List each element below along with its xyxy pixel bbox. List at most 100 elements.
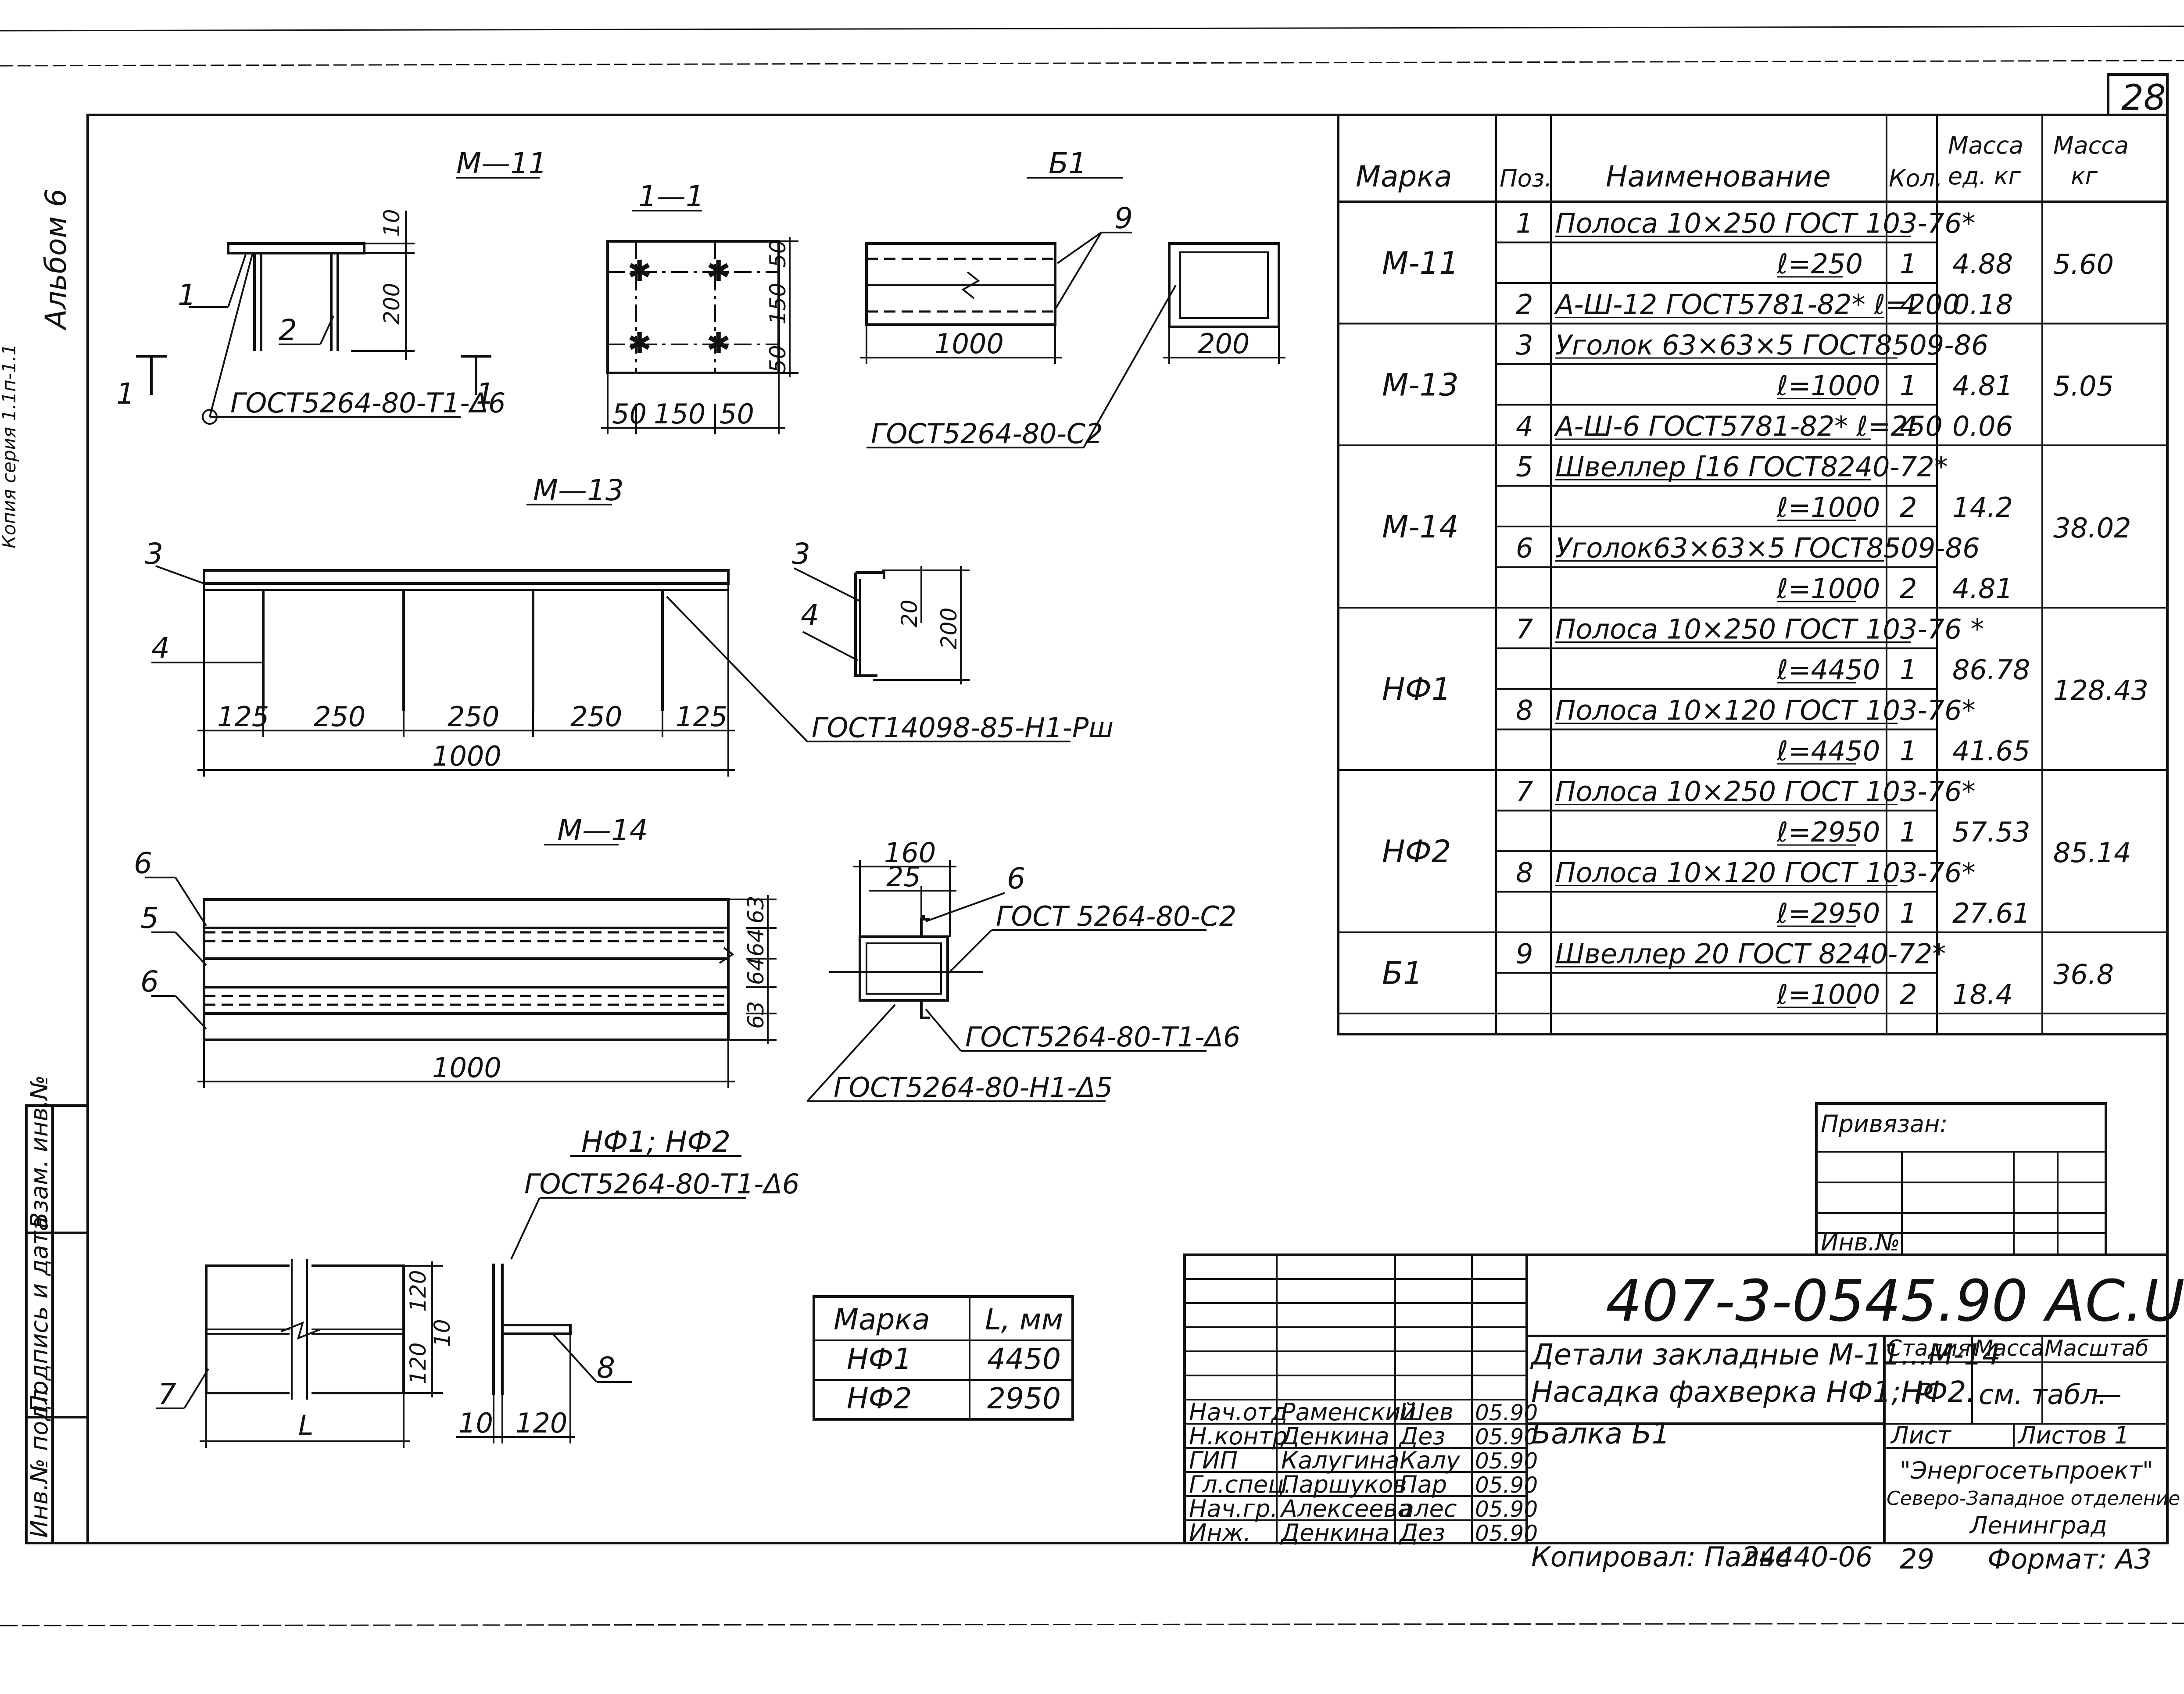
spec-qty: 1 bbox=[1900, 735, 1917, 767]
svg-text:200: 200 bbox=[379, 283, 405, 325]
svg-text:120: 120 bbox=[405, 1270, 431, 1312]
svg-text:3: 3 bbox=[792, 537, 810, 571]
svg-text:✱: ✱ bbox=[706, 254, 730, 288]
svg-text:6: 6 bbox=[140, 965, 159, 999]
spec-name: Швеллер 20 ГОСТ 8240-72* bbox=[1555, 938, 1946, 970]
svg-text:Взам. инв.№: Взам. инв.№ bbox=[25, 1075, 53, 1228]
spec-name: Уголок 63×63×5 ГОСТ8509-86 bbox=[1555, 329, 1988, 361]
l-table: Марка L, мм НФ1 4450 НФ2 2950 bbox=[813, 1295, 1074, 1421]
svg-text:ГОСТ5264-80-Т1-Δ6: ГОСТ5264-80-Т1-Δ6 bbox=[524, 1168, 799, 1200]
spec-pos: 6 bbox=[1516, 532, 1533, 564]
spec-total: 38.02 bbox=[2053, 512, 2131, 544]
spec-pos: 3 bbox=[1516, 329, 1533, 361]
svg-text:10: 10 bbox=[430, 1319, 455, 1347]
svg-text:8: 8 bbox=[597, 1351, 615, 1385]
svg-text:25: 25 bbox=[886, 861, 921, 893]
svg-text:ГОСТ 5264-80-С2: ГОСТ 5264-80-С2 bbox=[996, 900, 1236, 932]
svg-text:64: 64 bbox=[743, 928, 769, 956]
drawing-code: 407-3-0545.90 АС.U-025 bbox=[1606, 1268, 2184, 1334]
svg-text:150: 150 bbox=[654, 398, 705, 430]
spec-qty: 2 bbox=[1900, 491, 1917, 523]
spec-name: ℓ=250 bbox=[1776, 248, 1863, 280]
svg-text:50: 50 bbox=[765, 240, 791, 268]
svg-text:НФ1; НФ2: НФ1; НФ2 bbox=[581, 1125, 730, 1159]
person-name: Денкина bbox=[1280, 1519, 1389, 1547]
svg-text:1—1: 1—1 bbox=[638, 179, 704, 213]
side-copy-text: Копия серия 1.1п-1.1 bbox=[0, 344, 20, 548]
drawing-b1: Б1 1000 9 200 ГОСТ5264-80-С2 bbox=[860, 147, 1285, 450]
m11-weld: ГОСТ5264-80-Т1-Δ6 bbox=[230, 387, 505, 419]
svg-text:3: 3 bbox=[145, 537, 163, 571]
svg-text:Лист: Лист bbox=[1890, 1422, 1951, 1449]
spec-name: Полоса 10×120 ГОСТ 103-76* bbox=[1555, 695, 1976, 727]
svg-text:ед. кг: ед. кг bbox=[1948, 162, 2021, 190]
svg-text:6: 6 bbox=[1007, 862, 1025, 895]
svg-text:НФ1: НФ1 bbox=[847, 1342, 912, 1376]
svg-text:Масса: Масса bbox=[1948, 132, 2023, 159]
svg-text:50: 50 bbox=[765, 345, 791, 373]
person-name: Алексеева bbox=[1280, 1495, 1412, 1522]
svg-text:10: 10 bbox=[458, 1407, 493, 1439]
svg-text:150: 150 bbox=[765, 283, 791, 325]
svg-text:✱: ✱ bbox=[627, 326, 652, 360]
spec-qty: 4 bbox=[1900, 289, 1917, 321]
spec-unit: 57.53 bbox=[1952, 816, 2030, 848]
spec-qty: 1 bbox=[1900, 248, 1917, 280]
svg-text:кг: кг bbox=[2071, 162, 2098, 190]
spec-pos: 5 bbox=[1516, 451, 1533, 483]
spec-name: ℓ=1000 bbox=[1776, 491, 1880, 523]
person-date: 05.90 bbox=[1475, 1400, 1538, 1425]
spec-mark: М-11 bbox=[1382, 245, 1459, 281]
album-label: Альбом 6 bbox=[39, 189, 73, 331]
footer: Копировал: Пальс 24440-06 29 Формат: А3 bbox=[1531, 1541, 2152, 1575]
bound-block: Привязан: Инв.№ bbox=[1815, 1102, 2107, 1256]
svg-text:Кол.: Кол. bbox=[1889, 165, 1943, 192]
svg-text:Насадка фахверка НФ1;НФ2.: Насадка фахверка НФ1;НФ2. bbox=[1531, 1375, 1975, 1409]
svg-text:ГОСТ5264-80-С2: ГОСТ5264-80-С2 bbox=[871, 418, 1103, 450]
spec-name: Уголок63×63×5 ГОСТ8509-86 bbox=[1555, 532, 1980, 564]
spec-unit: 41.65 bbox=[1952, 735, 2030, 767]
svg-text:200: 200 bbox=[936, 608, 962, 649]
spec-total: 5.05 bbox=[2053, 370, 2114, 402]
spec-unit: 14.2 bbox=[1952, 491, 2013, 523]
side-stamp: Взам. инв.№ Подпись и дата Инв.№ подл. bbox=[25, 1075, 89, 1544]
person-sign: Пар bbox=[1400, 1471, 1447, 1498]
spec-mark: М-14 bbox=[1382, 509, 1459, 545]
svg-text:50: 50 bbox=[720, 398, 754, 430]
svg-text:М—13: М—13 bbox=[533, 473, 624, 507]
spec-qty: 2 bbox=[1900, 978, 1917, 1010]
person-name: Калугина bbox=[1281, 1447, 1400, 1474]
spec-name: ℓ=4450 bbox=[1776, 735, 1880, 767]
spec-name: ℓ=2950 bbox=[1776, 897, 1880, 929]
spec-qty: 2 bbox=[1900, 573, 1917, 605]
svg-text:160: 160 bbox=[884, 837, 936, 869]
svg-text:125: 125 bbox=[676, 701, 727, 733]
spec-name: ℓ=4450 bbox=[1776, 654, 1880, 686]
svg-text:Ленинград: Ленинград bbox=[1969, 1511, 2107, 1539]
spec-pos: 2 bbox=[1516, 289, 1533, 321]
person-date: 05.90 bbox=[1475, 1521, 1538, 1546]
person-sign: Калу bbox=[1400, 1447, 1461, 1474]
spec-qty: 1 bbox=[1900, 370, 1917, 402]
spec-name: Швеллер [16 ГОСТ8240-72* bbox=[1555, 451, 1948, 483]
spec-name: Полоса 10×250 ГОСТ 103-76 * bbox=[1555, 613, 1984, 645]
svg-text:Листов 1: Листов 1 bbox=[2017, 1422, 2129, 1449]
svg-text:250: 250 bbox=[448, 701, 499, 733]
person-date: 05.90 bbox=[1475, 1497, 1538, 1522]
sheet-number: 28 bbox=[2121, 77, 2166, 118]
svg-text:Масса: Масса bbox=[2053, 132, 2129, 159]
spec-pos: 8 bbox=[1516, 695, 1533, 727]
person-date: 05.90 bbox=[1475, 1472, 1538, 1498]
person-date: 05.90 bbox=[1475, 1448, 1538, 1474]
svg-text:Поз.: Поз. bbox=[1500, 165, 1552, 192]
svg-text:250: 250 bbox=[314, 701, 365, 733]
spec-mark: НФ1 bbox=[1382, 671, 1451, 707]
spec-unit: 0.06 bbox=[1952, 410, 2013, 442]
svg-text:Масса: Масса bbox=[1974, 1336, 2044, 1361]
svg-text:Подпись и дата: Подпись и дата bbox=[25, 1217, 53, 1413]
person-sign: Шев bbox=[1400, 1398, 1454, 1426]
spec-unit: 4.88 bbox=[1952, 248, 2013, 280]
svg-text:НФ2: НФ2 bbox=[847, 1382, 912, 1415]
